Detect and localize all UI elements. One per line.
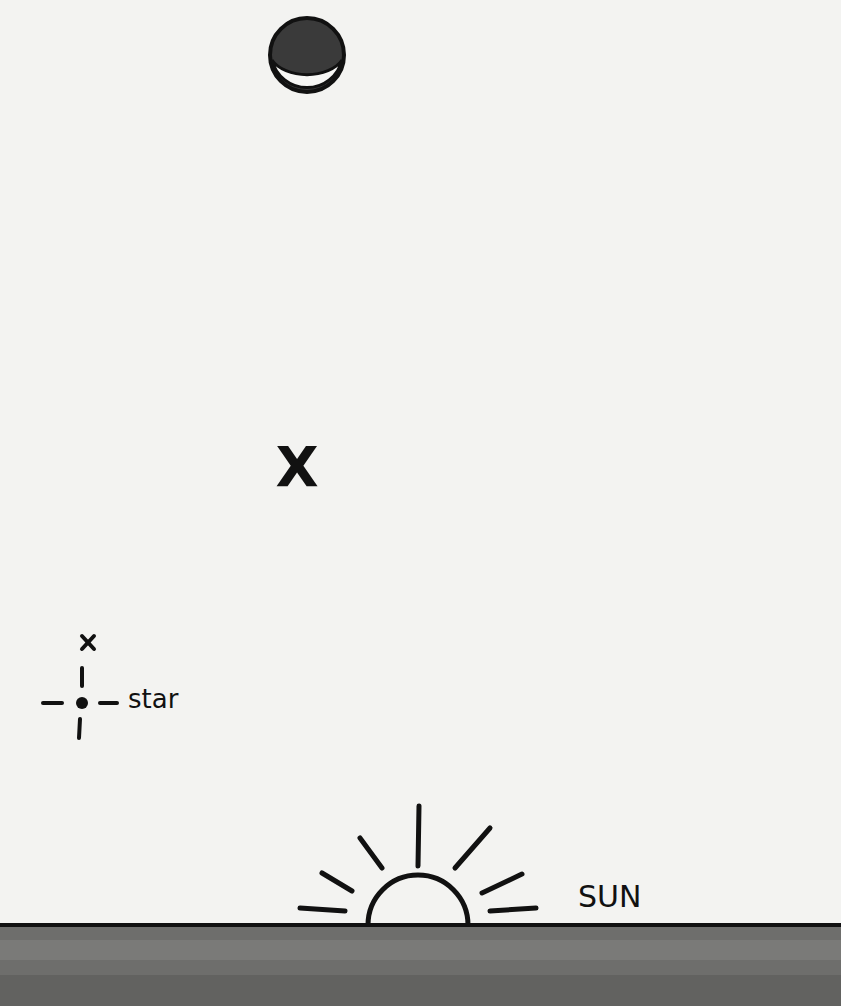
star-symbol xyxy=(43,668,117,738)
ground-strip xyxy=(0,925,841,1006)
x-mark-label: X xyxy=(275,439,318,495)
small-x-mark xyxy=(82,636,94,649)
star-label: star xyxy=(128,686,178,712)
sun-label: SUN xyxy=(578,882,641,912)
moon-symbol xyxy=(270,18,344,92)
sun-symbol xyxy=(300,806,536,925)
